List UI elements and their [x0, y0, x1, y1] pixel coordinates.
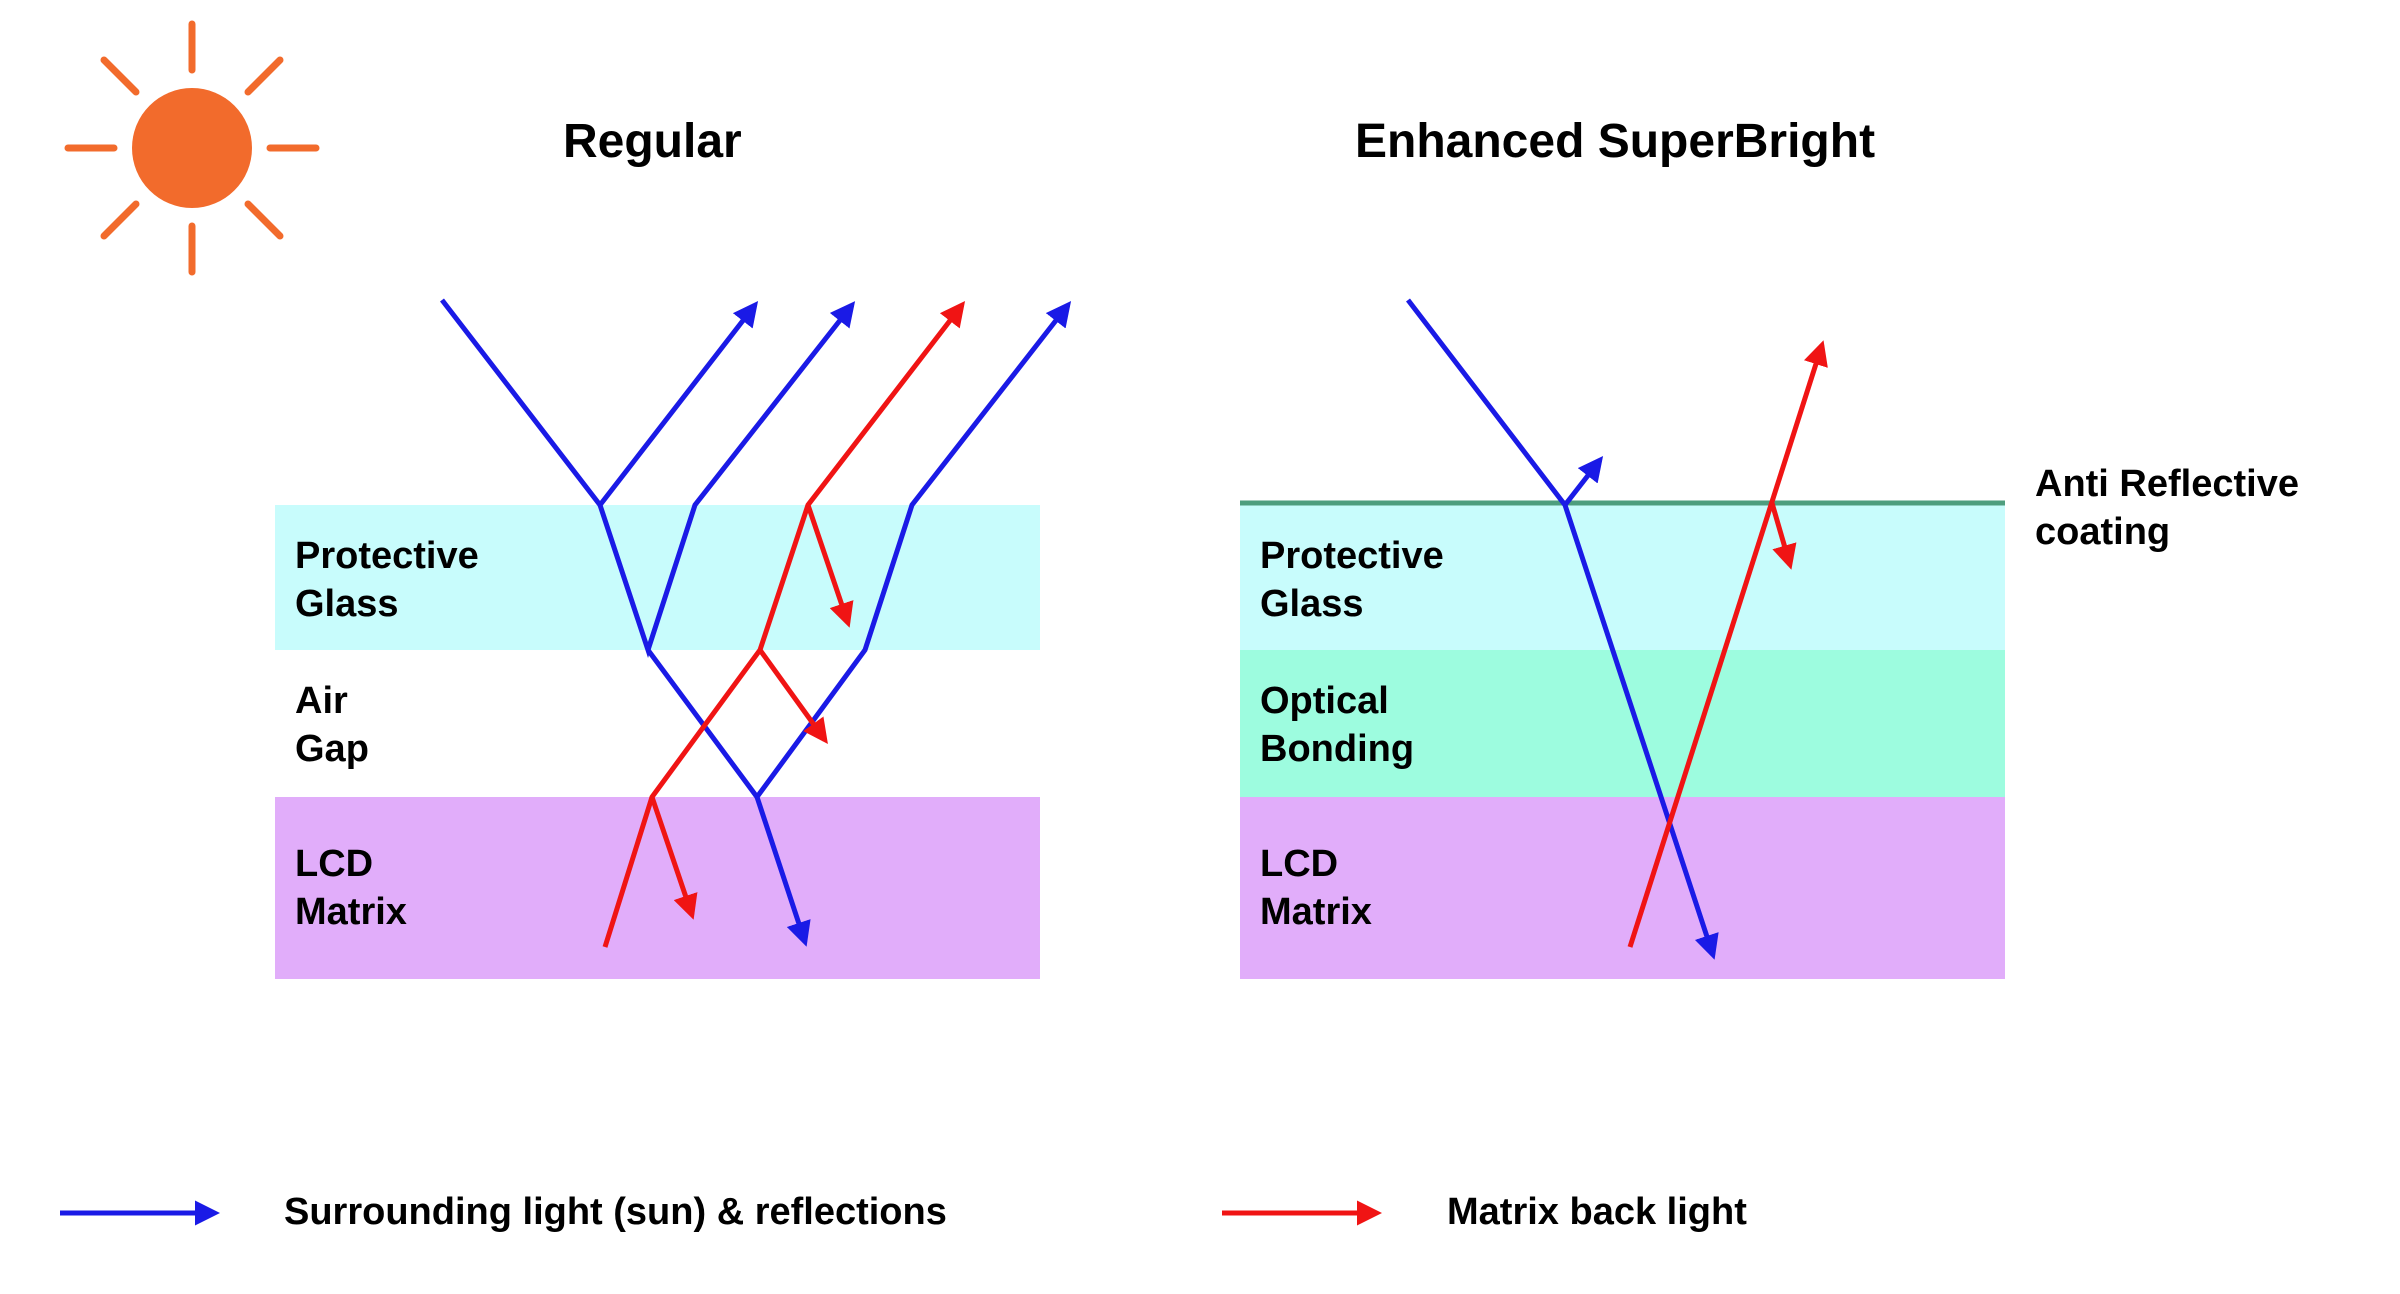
- enhanced-title: Enhanced SuperBright: [1355, 115, 1876, 168]
- legend-red-label: Matrix back light: [1447, 1191, 1747, 1233]
- enhanced-protective-glass-layer: [1240, 503, 2005, 650]
- enhanced-lcd-matrix-label: LCD Matrix: [1260, 843, 1372, 933]
- regular-blue-rays: [440, 298, 1072, 947]
- legend-blue-label: Surrounding light (sun) & reflections: [284, 1191, 947, 1233]
- regular-red-rays: [602, 301, 966, 948]
- regular-title: Regular: [563, 115, 742, 168]
- regular-lcd-matrix-label: LCD Matrix: [295, 843, 407, 933]
- enhanced-red-rays: [1627, 340, 1828, 948]
- regular-lcd-matrix-layer: [275, 797, 1040, 979]
- enhanced-lcd-matrix-layer: [1240, 797, 2005, 979]
- sun-icon: [64, 20, 320, 276]
- anti-reflective-coating-label: Anti Reflective coating: [2035, 463, 2299, 553]
- regular-protective-glass-label: Protective Glass: [295, 535, 479, 625]
- enhanced-blue-rays: [1406, 298, 1719, 960]
- enhanced-optical-bonding-label: Optical Bonding: [1260, 680, 1415, 770]
- enhanced-protective-glass-label: Protective Glass: [1260, 535, 1444, 625]
- regular-air-gap-label: Air Gap: [295, 680, 369, 770]
